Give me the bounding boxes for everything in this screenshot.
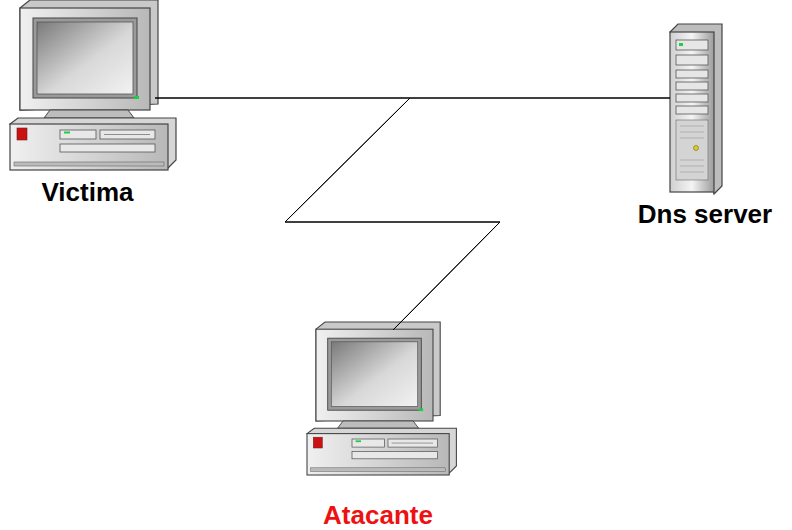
node-label: Atacante xyxy=(323,501,433,529)
computer-node: Dns server xyxy=(636,20,775,228)
server-symbol xyxy=(670,24,722,194)
node-label: Victima xyxy=(41,178,133,206)
network-link xyxy=(285,98,670,330)
node-label: Dns server xyxy=(638,200,772,228)
computer-node: Victima xyxy=(20,0,155,206)
network-link xyxy=(155,98,500,330)
computer-node: Atacante xyxy=(298,318,458,529)
